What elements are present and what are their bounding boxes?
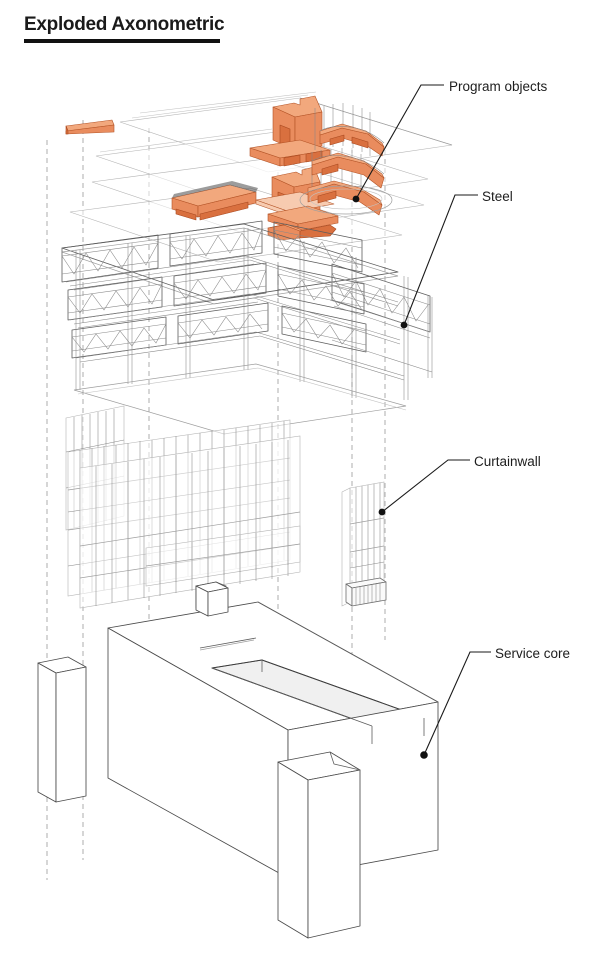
leader-steel [400, 194, 478, 329]
steel-floor-beams [65, 255, 433, 381]
steel-trusses-mid [67, 262, 365, 321]
spiral-stair [299, 103, 393, 216]
curtainwall-end-panel [341, 481, 387, 607]
steel-columns [75, 228, 433, 400]
callout-label-curtainwall: Curtainwall [474, 454, 541, 469]
service-core-layer [37, 581, 439, 939]
title-block: Exploded Axonometric [24, 14, 324, 43]
curtainwall-layer [65, 405, 387, 613]
title-underline-rule [24, 39, 220, 43]
service-core-slab-center [277, 751, 361, 939]
service-core-bulkhead [195, 581, 229, 617]
program-volume-bar-long [171, 181, 258, 221]
steel-layer [61, 220, 433, 435]
callout-label-program-objects: Program objects [449, 79, 548, 94]
service-core-slab-left [37, 656, 87, 803]
curtainwall-spandrel-band [145, 525, 301, 587]
leader-service-core [420, 651, 491, 759]
callout-label-steel: Steel [482, 189, 513, 204]
steel-trusses-lower [71, 302, 367, 359]
program-volume-bar-upper-left [65, 119, 115, 135]
callout-leaders [352, 84, 491, 759]
callout-label-service-core: Service core [495, 646, 571, 661]
service-core-box [107, 601, 439, 879]
leader-curtainwall [378, 459, 470, 516]
leader-program-objects [352, 84, 444, 203]
page-title: Exploded Axonometric [24, 14, 225, 35]
program-volume-tower-upper [249, 95, 331, 167]
